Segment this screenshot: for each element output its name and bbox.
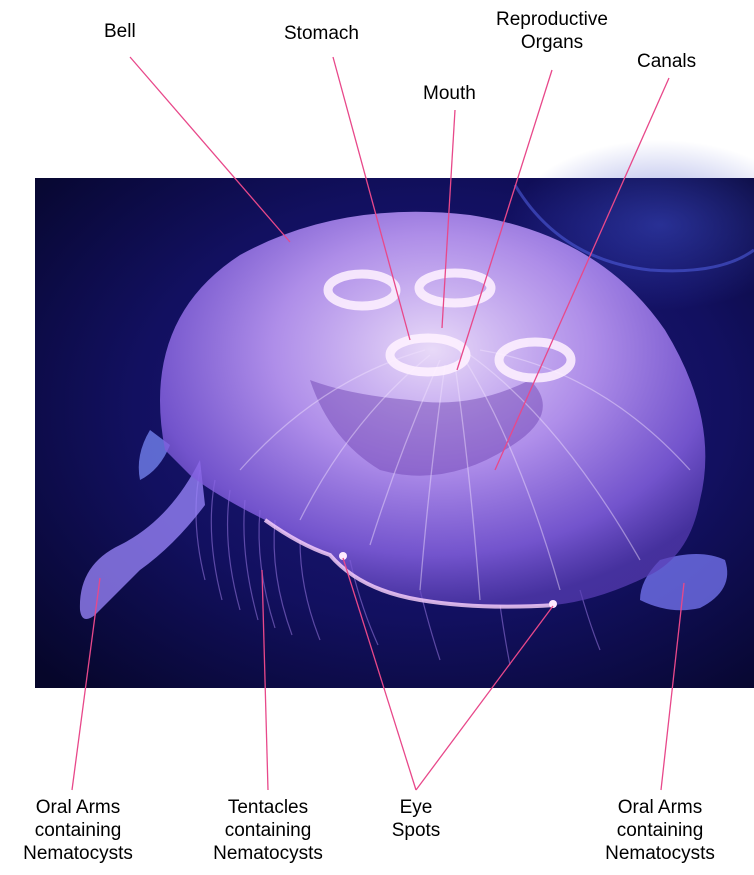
label-tentacles-line1: Tentacles: [198, 796, 338, 819]
label-oral-arms-left-line1: Oral Arms: [8, 796, 148, 819]
label-oral-arms-left-line2: containing: [8, 819, 148, 842]
label-eye-line2: Spots: [376, 819, 456, 842]
label-oral-arms-right-line2: containing: [590, 819, 730, 842]
label-reproductive-organs: Reproductive Organs: [492, 8, 612, 54]
label-mouth: Mouth: [423, 82, 476, 105]
label-oral-arms-right: Oral Arms containing Nematocysts: [590, 796, 730, 865]
label-oral-arms-right-line3: Nematocysts: [590, 842, 730, 865]
label-oral-arms-right-line1: Oral Arms: [590, 796, 730, 819]
label-eye-spots: Eye Spots: [376, 796, 456, 842]
label-oral-arms-left: Oral Arms containing Nematocysts: [8, 796, 148, 865]
label-reproductive-line1: Reproductive: [492, 8, 612, 31]
label-tentacles-line3: Nematocysts: [198, 842, 338, 865]
label-tentacles-line2: containing: [198, 819, 338, 842]
label-eye-line1: Eye: [376, 796, 456, 819]
label-stomach: Stomach: [284, 22, 359, 45]
label-reproductive-line2: Organs: [492, 31, 612, 54]
label-tentacles: Tentacles containing Nematocysts: [198, 796, 338, 865]
label-bell: Bell: [104, 20, 136, 43]
label-oral-arms-left-line3: Nematocysts: [8, 842, 148, 865]
label-canals: Canals: [637, 50, 696, 73]
